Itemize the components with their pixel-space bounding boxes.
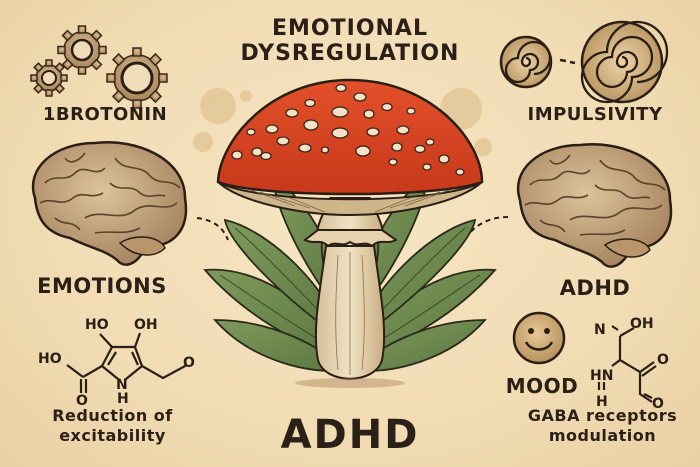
brain-icon	[31, 141, 188, 266]
mushroom-icon	[203, 78, 497, 388]
stain-decoration	[474, 138, 492, 156]
title-line-1: EMOTIONAL	[272, 16, 428, 41]
atom-label: O	[76, 393, 88, 409]
title-line-2: DYSREGULATION	[240, 41, 460, 66]
emotions-label: EMOTIONS	[37, 274, 167, 298]
atom-label: O	[183, 355, 195, 371]
atom-label: HO	[38, 351, 62, 367]
atom-label: N	[594, 322, 606, 338]
spirals-icon	[499, 20, 669, 104]
impulsivity-label: IMPULSIVITY	[527, 104, 663, 125]
smiley-face-icon	[512, 311, 566, 365]
atom-label: O	[657, 352, 669, 368]
atom-label: OH	[134, 317, 158, 333]
page-title: EMOTIONAL DYSREGULATION	[220, 16, 480, 66]
atom-label: HO	[85, 317, 109, 333]
dashed-connector	[459, 216, 509, 248]
caption-line-2: modulation	[548, 426, 657, 445]
stain-decoration	[240, 90, 252, 102]
gears-icon	[30, 25, 168, 109]
dashed-connector	[196, 217, 229, 241]
brain-icon	[516, 143, 673, 268]
atom-label: HN	[590, 368, 613, 384]
stain-decoration	[200, 88, 236, 124]
center-adhd-label: ADHD	[280, 412, 420, 458]
mood-label: MOOD	[505, 374, 579, 398]
atom-label: OH	[630, 316, 654, 332]
atom-label: N	[116, 377, 128, 393]
molecule-right-icon: N OH HN H O O	[590, 316, 669, 412]
gaba-caption: GABA receptors modulation	[515, 406, 690, 446]
atom-label: O	[652, 396, 664, 412]
atom-label: H	[117, 391, 129, 407]
caption-line-1: GABA receptors	[527, 406, 678, 425]
caption-line-2: excitability	[59, 426, 166, 445]
molecule-left-icon: HO OH HO O N H O	[38, 317, 195, 409]
stain-decoration	[193, 132, 213, 152]
adhd-right-label: ADHD	[559, 276, 631, 300]
serotonin-label: 1BROTONIN	[42, 104, 168, 125]
reduction-caption: Reduction of excitability	[30, 406, 195, 446]
atom-label: H	[596, 394, 608, 410]
caption-line-1: Reduction of	[52, 406, 173, 425]
